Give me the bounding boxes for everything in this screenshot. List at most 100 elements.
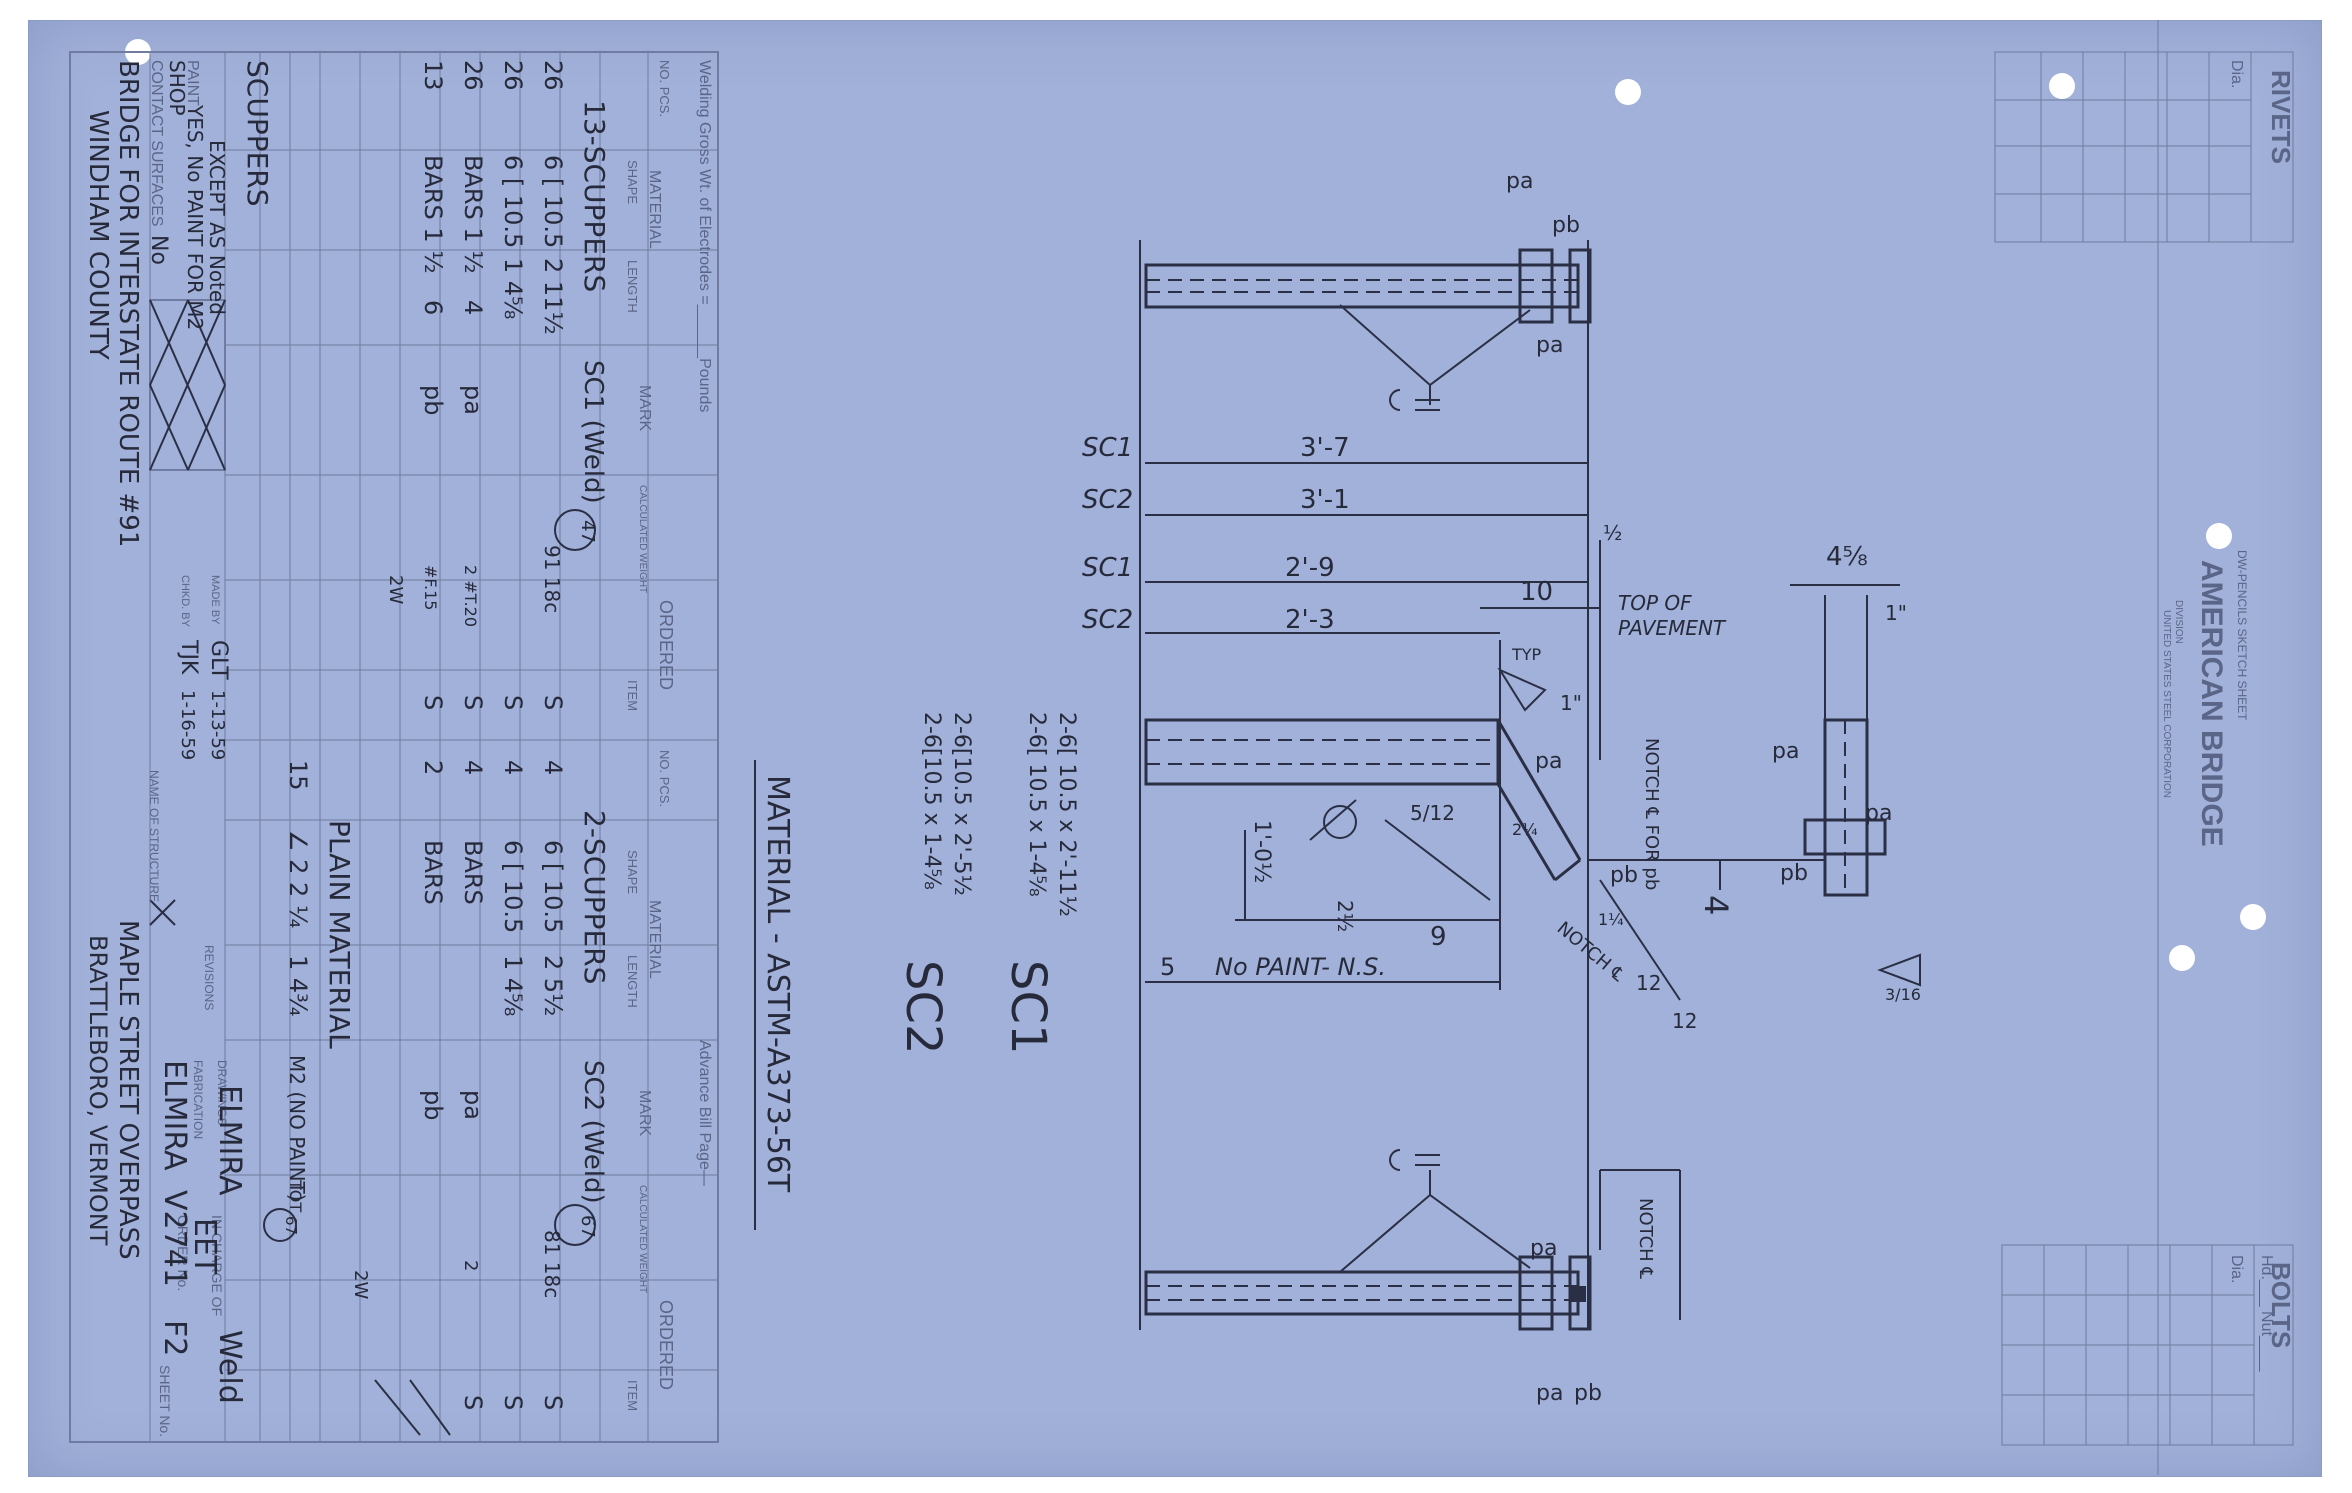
division-label: DIVISION: [2173, 600, 2184, 644]
svg-text:S: S: [539, 1395, 567, 1410]
welding-note: Welding Gross Wt. of Electrodes =______P…: [696, 60, 713, 412]
svg-text:6 [ 10.5: 6 [ 10.5: [539, 155, 567, 248]
svg-text:1 4⅝: 1 4⅝: [499, 258, 527, 319]
svg-text:BARS 1 ½: BARS 1 ½: [419, 155, 447, 274]
svg-text:67: 67: [282, 1216, 300, 1235]
table-row: 4 BARS pa 2 S: [459, 760, 487, 1410]
bolts-dia: Dia.: [2228, 1255, 2245, 1283]
table-row: 4 6 [ 10.5 2 5½ 81 18c S: [539, 760, 567, 1410]
structure-label: NAME OF STRUCTURE: [147, 770, 161, 902]
label-typ: TYP: [1511, 645, 1542, 664]
col-material-2: MATERIAL: [646, 900, 663, 979]
group1-rows: 26 6 [ 10.5 2 11½ 91 18c S 26 6 [ 10.5 1…: [419, 60, 567, 710]
notch-cl-note-2: NOTCH ℄: [1635, 1198, 1656, 1279]
group1-title: 13-SCUPPERS: [578, 100, 611, 292]
sheet-footer: SCUPPERS EXCEPT AS Noted PAINT YES, No P…: [83, 60, 274, 1437]
dim-half: ½: [1603, 521, 1622, 545]
svg-text:4: 4: [539, 760, 567, 775]
svg-text:2: 2: [460, 1260, 481, 1271]
dim-sc2-length-b: 2'-3: [1285, 605, 1335, 635]
bridge-line-1: BRIDGE FOR INTERSTATE ROUTE #91: [113, 60, 143, 547]
sc2-mark: SC2: [895, 960, 951, 1055]
material-notes: MATERIAL - ASTM-A373-56T 2-6[ 10.5 x 2'-…: [754, 712, 1079, 1230]
svg-text:S: S: [459, 1395, 487, 1410]
punch-hole: [2206, 523, 2232, 549]
label-pb-right: pb: [1780, 861, 1808, 886]
svg-text:TOT: TOT: [286, 1179, 305, 1212]
sc2-line-2: 2-6[10.5 x 1-4⅝: [919, 712, 944, 890]
sc2-line-1: 2-6[10.5 x 2'-5½: [949, 712, 974, 896]
col-item-2: ITEM: [625, 1380, 640, 1411]
channel-center: [1144, 718, 1500, 786]
table-row: 15 ∠ 2 2 ¼ 1 4¾ M2 (NO PAINT) TOT 67: [263, 760, 312, 1242]
svg-text:15: 15: [284, 760, 312, 791]
svg-text:26: 26: [499, 60, 527, 91]
svg-text:2 11½: 2 11½: [539, 258, 567, 335]
dim-sc1-label-b: SC1: [1082, 553, 1133, 583]
paint-value: YES, No PAINT FOR M2: [183, 104, 207, 330]
punch-hole: [2169, 945, 2195, 971]
svg-text:∠ 2 2 ¼: ∠ 2 2 ¼: [284, 830, 312, 928]
col-mark: MARK: [636, 385, 653, 432]
dim-one-quarter: 1¼: [1598, 910, 1624, 929]
structure-line-1: MAPLE STREET OVERPASS: [113, 920, 143, 1260]
label-pb-top: pb: [1552, 213, 1580, 238]
col-length: LENGTH: [625, 260, 640, 313]
dim-sc2-label-b: SC2: [1082, 605, 1133, 635]
svg-text:S: S: [459, 695, 487, 710]
dim-sc2-label-a: SC2: [1082, 485, 1133, 515]
fabrication-label: FABRICATION: [191, 1060, 205, 1139]
punch-hole: [2049, 73, 2075, 99]
structure-line-2: BRATTLEBORO, VERMONT: [84, 935, 112, 1246]
no-paint-note: No PAINT- N.S.: [1215, 953, 1386, 981]
top-of-pavement-2: PAVEMENT: [1618, 616, 1727, 640]
label-pa-right-2: pa: [1865, 801, 1892, 826]
label-pa-top-2: pa: [1536, 333, 1563, 358]
weld-note: Weld: [212, 1330, 247, 1404]
notch-pb-note: NOTCH ℄ FOR pb: [1641, 738, 1662, 890]
slope-five-twelve: 5/12: [1410, 801, 1455, 825]
label-pa-right: pa: [1772, 739, 1799, 764]
scupper-elevation: SC1 3'-7 SC2 3'-1 SC1 2'-9 SC2 2'-3 10 ½…: [1082, 169, 1921, 1406]
parent-company: UNITED STATES STEEL CORPORATION: [2161, 610, 2172, 798]
contact-label: CONTACT SURFACES: [148, 60, 165, 227]
label-pa-bottom: pa: [1530, 1236, 1557, 1261]
dim-sc1-length-b: 2'-9: [1285, 553, 1335, 583]
col-item: ITEM: [625, 680, 640, 711]
punch-hole: [2240, 904, 2266, 930]
col-calc-weight-2: CALCULATED WEIGHT: [637, 1185, 648, 1293]
top-of-pavement-1: TOP OF: [1618, 591, 1692, 615]
table-row: 2 BARS pb: [419, 760, 447, 1120]
advance-bill: Advance Bill Page—: [696, 1040, 713, 1186]
col-mark-2: MARK: [636, 1090, 653, 1137]
label-pa-bottom-2: pa: [1536, 1381, 1563, 1406]
checked-by: TJK: [176, 639, 201, 675]
svg-text:S: S: [499, 695, 527, 710]
dim-ten: 10: [1520, 577, 1553, 607]
channel-bottom: [1144, 1270, 1580, 1316]
slope-twelve-a: 12: [1636, 971, 1661, 995]
in-charge: EET: [187, 1218, 222, 1275]
table-row: 26 BARS 1 ½ 4 pa 2 #T.20 S: [459, 60, 487, 710]
col-length-2: LENGTH: [625, 955, 640, 1008]
table-row: 13 BARS 1 ½ 6 pb #F.15 S: [419, 60, 447, 710]
svg-text:pa: pa: [459, 385, 487, 415]
sheet-label: SHEET No.: [157, 1365, 173, 1437]
svg-text:2 5½: 2 5½: [539, 955, 567, 1016]
group2-rows: 4 6 [ 10.5 2 5½ 81 18c S 4 6 [ 10.5 1 4⅝…: [419, 760, 567, 1410]
svg-text:2: 2: [419, 760, 447, 775]
company-name: AMERICAN BRIDGE: [2195, 560, 2228, 847]
sc1-mark: SC1: [1000, 960, 1056, 1055]
group2-total: 2W: [350, 1270, 371, 1299]
weld-size: 3/16: [1885, 985, 1921, 1004]
order-number: V2741: [157, 1190, 192, 1287]
dim-four: 4: [1697, 895, 1735, 915]
title-block: RIVETS Dia. DW-PENCILS SKETCH SHEET AMER…: [1994, 20, 2296, 1475]
except-note: EXCEPT AS Noted: [205, 140, 229, 315]
channel-top: [1144, 263, 1580, 309]
svg-text:26: 26: [539, 60, 567, 91]
svg-text:pb: pb: [419, 1090, 447, 1120]
svg-text:1 4¾: 1 4¾: [284, 955, 312, 1016]
made-by: GLT: [206, 640, 231, 680]
dim-two-half: 2½: [1333, 900, 1357, 932]
